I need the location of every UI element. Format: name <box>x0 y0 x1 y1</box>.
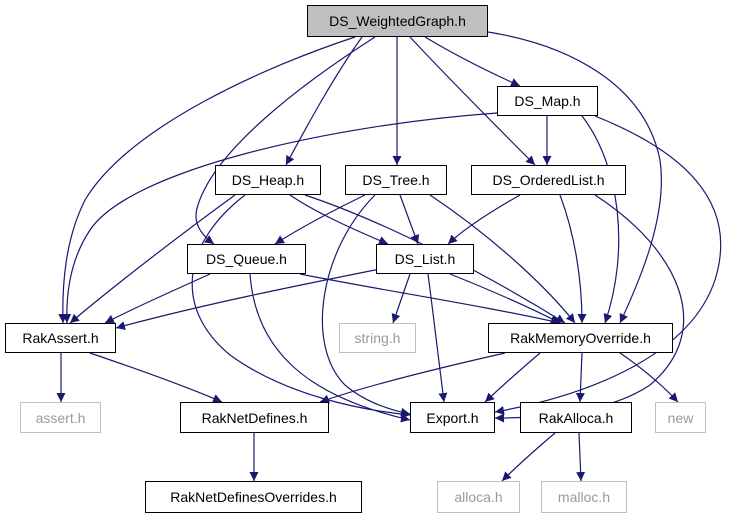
node-string[interactable]: string.h <box>339 323 416 353</box>
edge-ds-heap-to-export <box>191 194 411 419</box>
edge-ds-weightedgraph-to-ds-queue <box>195 36 376 245</box>
node-ds-list[interactable]: DS_List.h <box>376 244 474 274</box>
edge-ds-tree-to-ds-queue <box>274 194 366 245</box>
edge-ds-weightedgraph-to-ds-map <box>424 36 521 87</box>
edge-rakmemoryoverride-to-export <box>484 352 541 403</box>
edge-ds-list-to-string <box>391 273 411 324</box>
node-assert[interactable]: assert.h <box>20 402 101 433</box>
node-export[interactable]: Export.h <box>410 402 495 433</box>
node-rakmemoryoverride[interactable]: RakMemoryOverride.h <box>488 323 673 353</box>
edge-ds-map-to-export <box>494 115 722 415</box>
edge-rakmemoryoverride-to-new <box>619 352 679 403</box>
node-malloc[interactable]: malloc.h <box>541 481 627 513</box>
edge-ds-heap-to-rakassert <box>69 194 236 324</box>
edge-ds-queue-to-rakassert <box>104 273 211 324</box>
node-ds-weightedgraph[interactable]: DS_WeightedGraph.h <box>307 5 488 37</box>
node-raknetdefinesoverrides[interactable]: RakNetDefinesOverrides.h <box>145 481 362 513</box>
edge-rakalloca-to-malloc <box>576 432 586 482</box>
edge-ds-tree-to-export <box>321 194 411 417</box>
node-ds-heap[interactable]: DS_Heap.h <box>215 165 321 195</box>
node-ds-tree[interactable]: DS_Tree.h <box>345 165 447 195</box>
edge-ds-orderedlist-to-ds-list <box>447 194 521 245</box>
edge-rakmemoryoverride-to-raknetdefines <box>319 352 506 404</box>
node-rakassert[interactable]: RakAssert.h <box>5 323 116 353</box>
edge-ds-map-to-rakmemoryoverride <box>581 115 620 324</box>
edge-ds-list-to-export <box>427 273 448 403</box>
edge-ds-orderedlist-to-rakmemoryoverride <box>559 194 587 324</box>
node-ds-queue[interactable]: DS_Queue.h <box>187 244 306 274</box>
node-new[interactable]: new <box>655 402 706 433</box>
node-rakalloca[interactable]: RakAlloca.h <box>520 402 632 433</box>
edge-ds-map-to-rakassert <box>62 112 498 324</box>
edge-ds-weightedgraph-to-rakmemoryoverride <box>487 31 662 324</box>
edge-rakassert-to-raknetdefines <box>89 352 223 403</box>
node-ds-orderedlist[interactable]: DS_OrderedList.h <box>471 165 626 195</box>
edge-ds-weightedgraph-to-rakassert <box>58 36 356 324</box>
edge-ds-weightedgraph-to-ds-orderedlist <box>409 36 536 166</box>
edge-ds-weightedgraph-to-ds-heap <box>285 36 363 166</box>
edge-rakmemoryoverride-to-rakalloca <box>575 352 585 403</box>
edge-ds-queue-to-rakmemoryoverride <box>299 273 561 326</box>
edge-ds-heap-to-ds-list <box>289 194 389 245</box>
edge-ds-list-to-rakmemoryoverride <box>449 273 561 324</box>
node-raknetdefines[interactable]: RakNetDefines.h <box>180 402 329 433</box>
edge-ds-list-to-rakassert <box>115 268 381 330</box>
edge-rakalloca-to-alloca <box>501 432 556 482</box>
edge-ds-tree-to-rakmemoryoverride <box>429 194 576 324</box>
node-ds-map[interactable]: DS_Map.h <box>497 86 598 116</box>
edge-ds-tree-to-ds-list <box>399 194 420 245</box>
node-alloca[interactable]: alloca.h <box>437 481 520 513</box>
edge-ds-queue-to-export <box>249 273 411 423</box>
